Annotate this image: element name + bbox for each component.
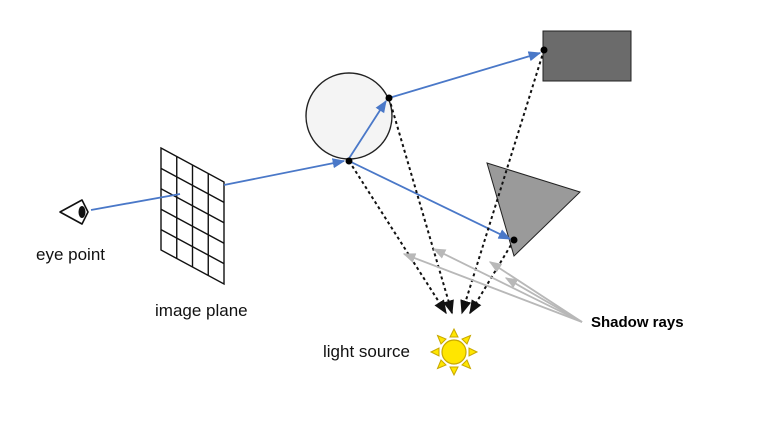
hit-point-triangle [510, 236, 518, 244]
pointer-3 [488, 261, 583, 323]
ray-sphere-reflect-up [347, 99, 387, 161]
primary-rays [90, 51, 542, 240]
ray-to-triangle [348, 160, 512, 240]
shadow-ray-2 [388, 97, 454, 315]
pointer-2 [432, 248, 583, 323]
hit-point-rectangle [540, 46, 548, 54]
image-plane-label: image plane [155, 301, 248, 320]
eye-point-label: eye point [36, 245, 105, 264]
ray-eye-to-plane [90, 193, 181, 211]
sun-icon [429, 327, 479, 377]
intersection-points [345, 46, 548, 244]
hit-point-sphere [345, 157, 353, 165]
shadow-ray-1 [348, 160, 447, 315]
image-plane-grid [160, 146, 225, 286]
hit-point-sphere-top [385, 94, 393, 102]
shadow-rays-label: Shadow rays [591, 314, 684, 331]
pointer-1 [402, 253, 583, 323]
rectangle-object [542, 30, 632, 82]
shadow-ray-3 [469, 239, 515, 315]
ray-to-rectangle [388, 51, 542, 99]
sphere [305, 72, 393, 160]
pointer-4 [504, 277, 583, 323]
shadow-rays-pointers [402, 248, 583, 323]
ray-plane-to-sphere [223, 158, 346, 186]
triangle-object [486, 162, 581, 257]
light-source-label: light source [323, 342, 410, 361]
eye-icon [59, 199, 89, 225]
